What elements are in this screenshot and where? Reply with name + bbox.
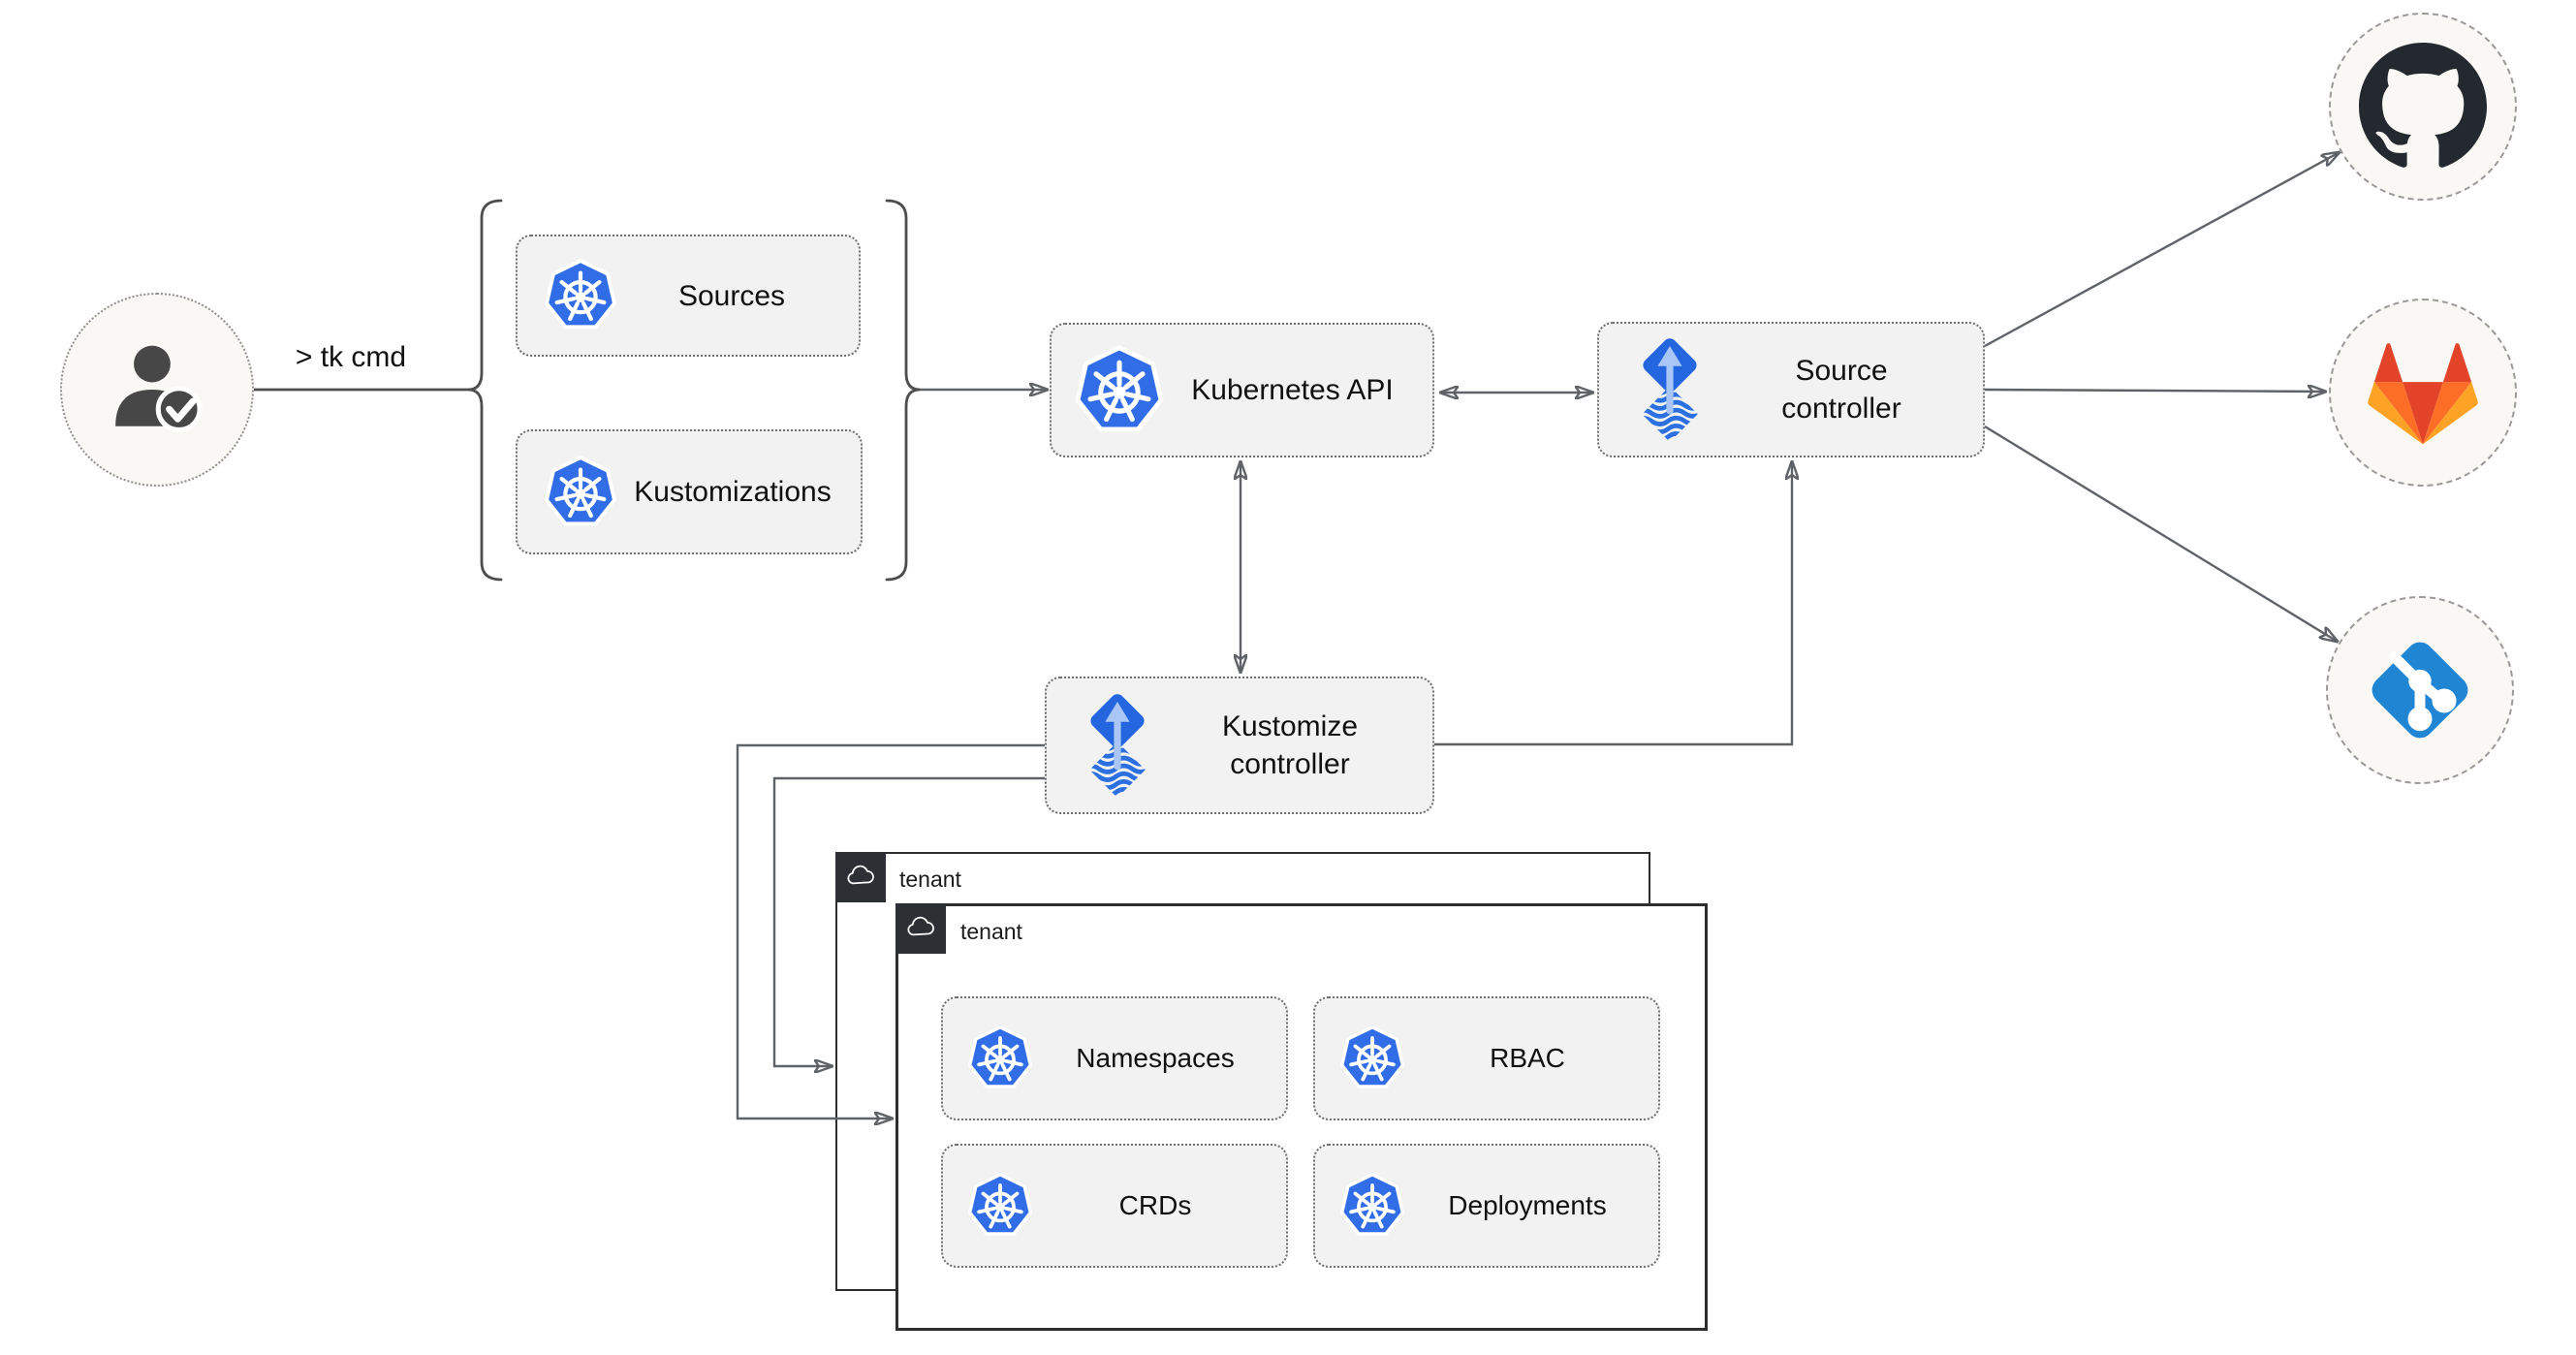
source-controller-node: Source controller — [1597, 322, 1985, 457]
source-controller-label: Source controller — [1713, 352, 1983, 427]
rbac-node: RBAC — [1313, 996, 1660, 1120]
kubernetes-icon — [1073, 344, 1166, 437]
tenant-window-front: tenant Namespaces RBAC CRDs Deployments — [895, 903, 1708, 1331]
kubernetes-api-label: Kubernetes API — [1191, 374, 1394, 406]
arrow-source-to-github — [1984, 152, 2340, 348]
sources-node: Sources — [516, 235, 861, 357]
namespaces-label: Namespaces — [1076, 1043, 1235, 1073]
cloud-icon — [845, 862, 876, 893]
git-node — [2326, 596, 2514, 784]
arrow-source-to-git — [1984, 425, 2338, 642]
namespaces-node: Namespaces — [941, 996, 1288, 1120]
kustomize-controller-label: Kustomize controller — [1161, 708, 1432, 783]
kubernetes-api-node: Kubernetes API — [1050, 323, 1434, 457]
kubernetes-icon — [543, 455, 618, 530]
flux-icon — [1626, 335, 1713, 444]
source-controller-text: Source controller — [1781, 355, 1901, 425]
gitlab-node — [2329, 299, 2517, 487]
deployments-node: Deployments — [1313, 1144, 1660, 1268]
kubernetes-icon — [543, 258, 618, 333]
github-icon — [2359, 43, 2487, 171]
kustomize-controller-node: Kustomize controller — [1045, 677, 1434, 814]
arrow-kustomize-to-source-controller — [1434, 461, 1792, 746]
tenant-label: tenant — [960, 919, 1022, 944]
crds-label: CRDs — [1118, 1190, 1192, 1220]
kustomizations-label: Kustomizations — [634, 476, 832, 508]
kubernetes-icon — [1338, 1172, 1406, 1240]
deployments-label: Deployments — [1448, 1190, 1607, 1220]
cli-command-label: > tk cmd — [295, 341, 407, 373]
tenant-label: tenant — [899, 867, 961, 892]
github-node — [2329, 13, 2517, 201]
kustomize-controller-text: Kustomize controller — [1221, 710, 1359, 780]
git-icon — [2347, 617, 2493, 763]
tenant-tab — [835, 852, 886, 902]
kubernetes-icon — [966, 1024, 1034, 1092]
sources-label: Sources — [677, 279, 786, 312]
tenant-tab — [895, 903, 946, 954]
user-node — [60, 293, 254, 487]
kustomizations-node: Kustomizations — [516, 429, 863, 554]
crds-node: CRDs — [941, 1144, 1288, 1268]
flux-icon — [1074, 691, 1161, 800]
kubernetes-icon — [966, 1172, 1034, 1240]
arrow-source-to-gitlab — [1984, 390, 2326, 392]
user-icon — [96, 329, 218, 451]
kubernetes-icon — [1338, 1024, 1406, 1092]
bracket-left — [467, 199, 503, 582]
bracket-right — [885, 199, 921, 582]
cloud-icon — [905, 913, 936, 944]
rbac-label: RBAC — [1490, 1043, 1565, 1073]
gitlab-icon — [2357, 327, 2489, 458]
